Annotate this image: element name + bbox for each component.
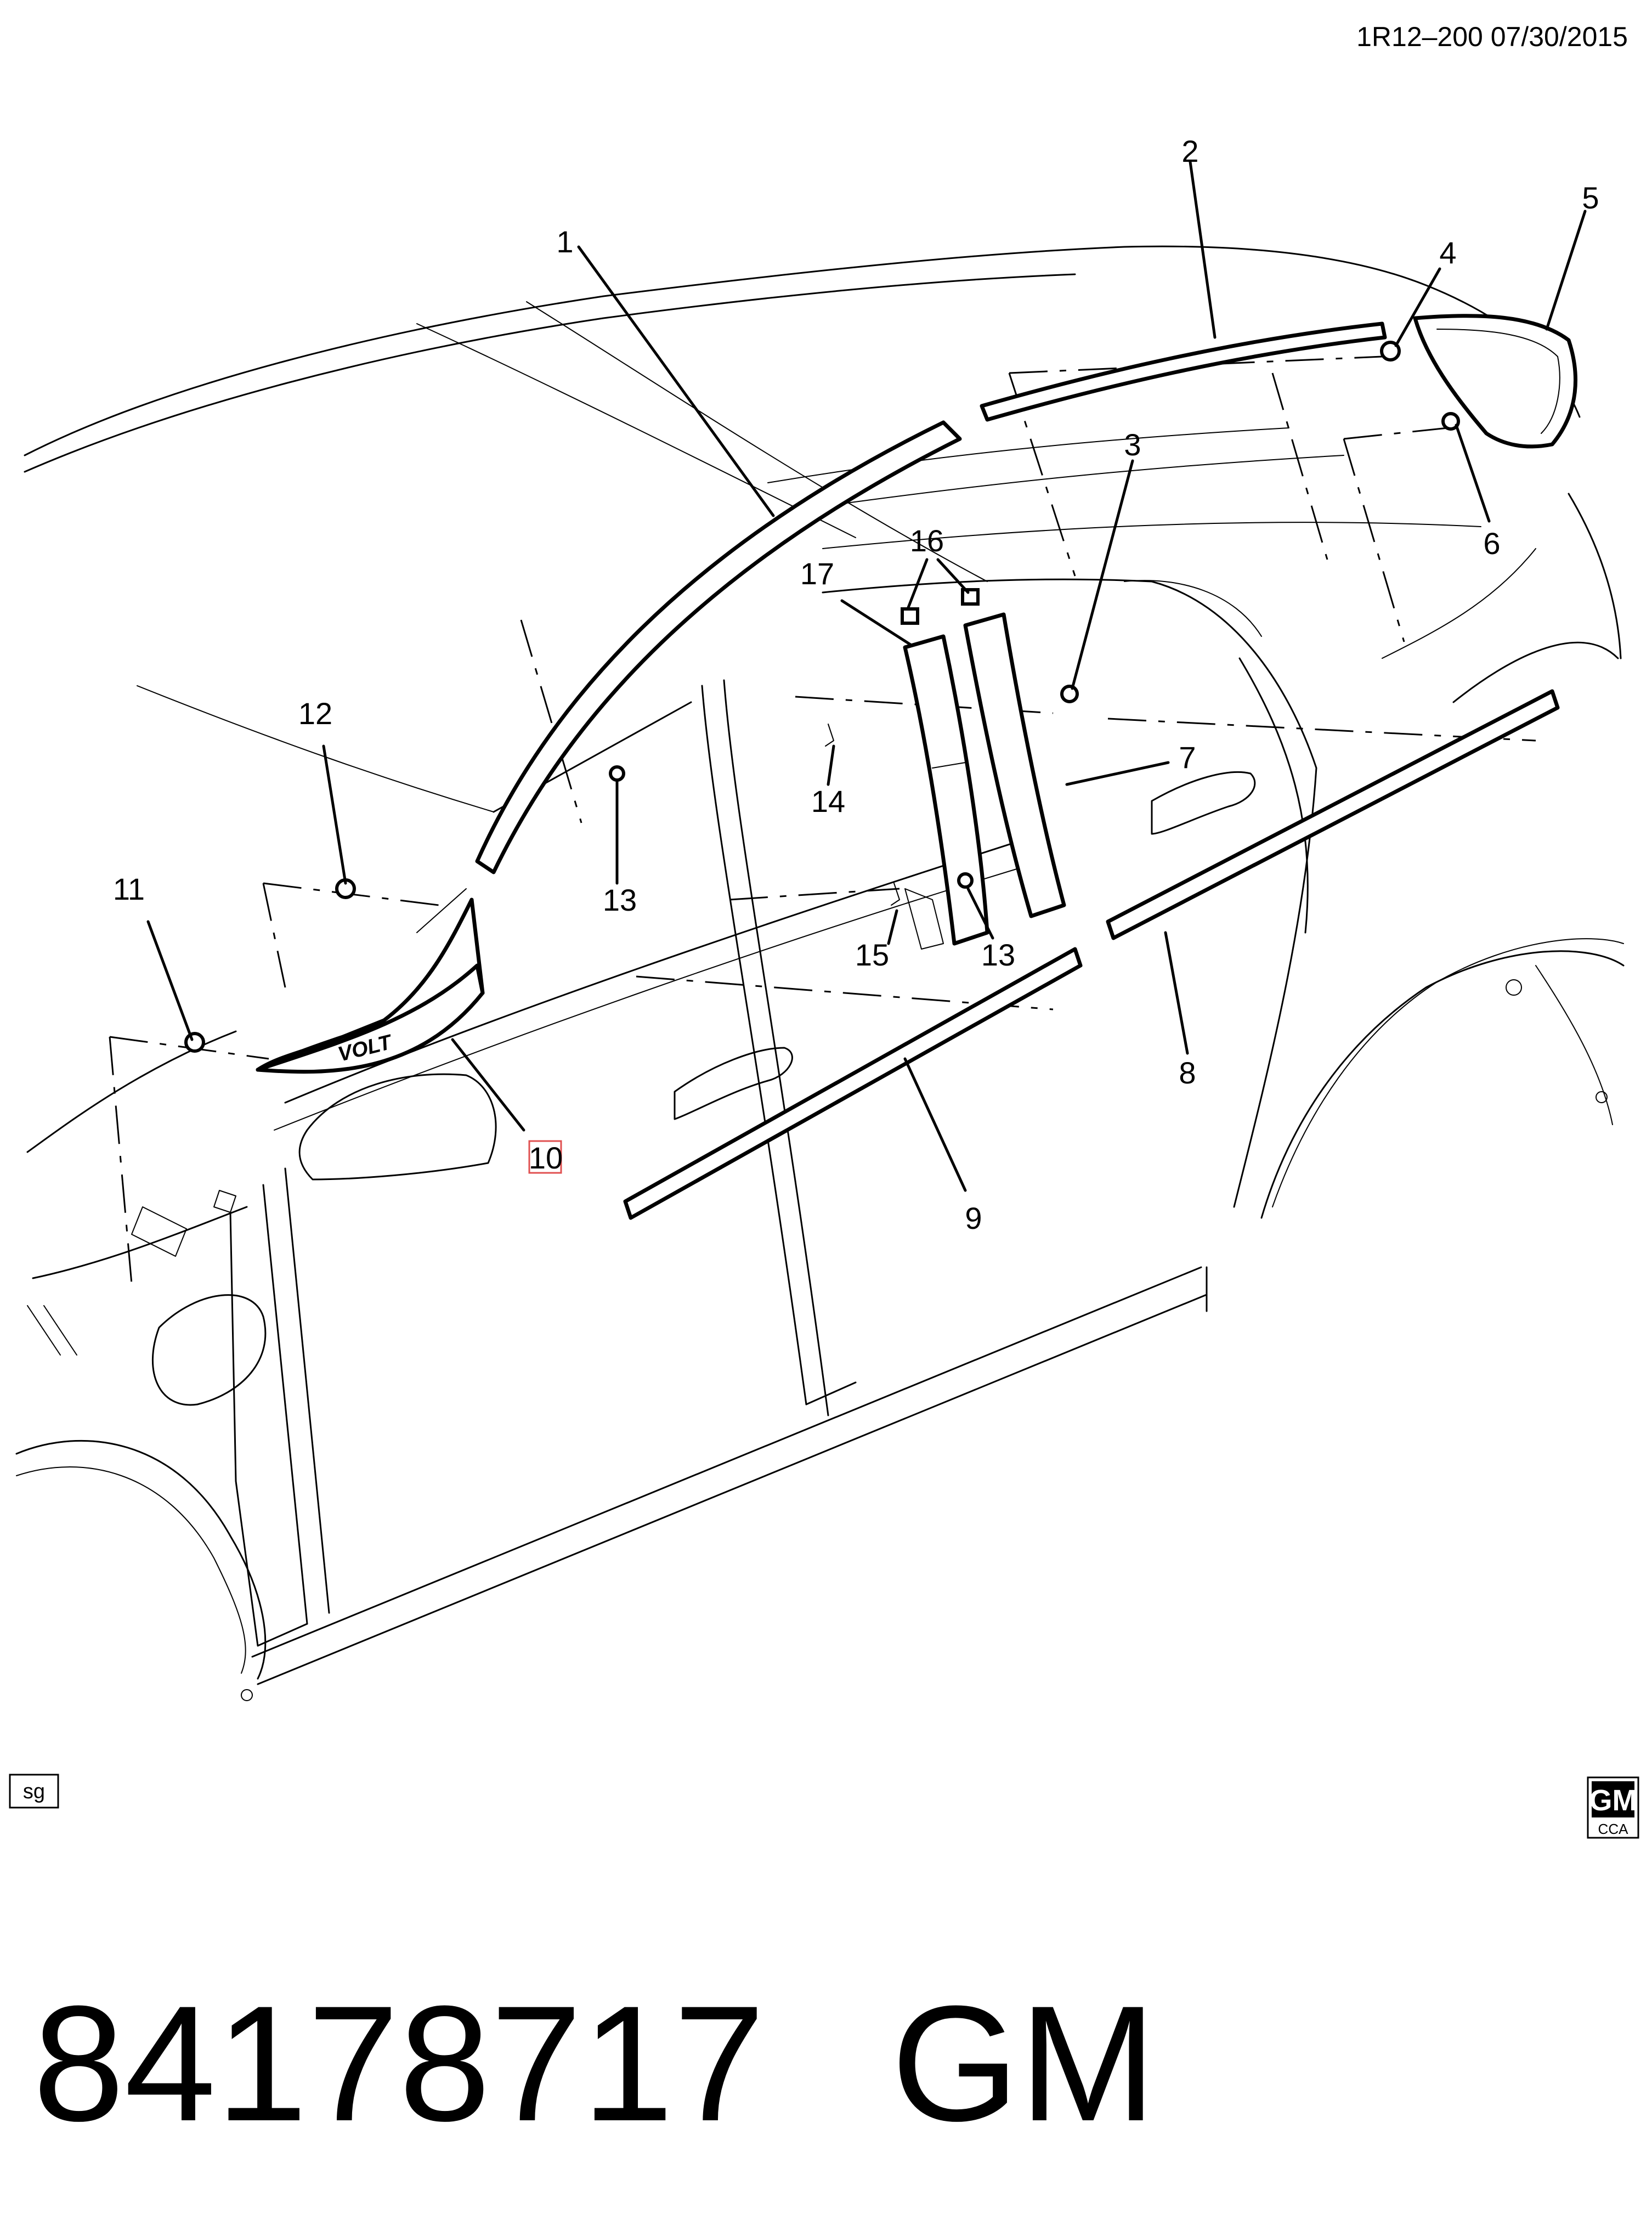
part-5-rear-quarter-applique[interactable]	[1413, 314, 1577, 449]
vehicle-body-outline	[15, 245, 1625, 1701]
part-10-mirror-patch-applique[interactable]: VOLT	[256, 888, 485, 1074]
svg-text:CCA: CCA	[1598, 1821, 1629, 1837]
callout-8: 8	[1179, 1055, 1196, 1090]
part-17-front-door-applique[interactable]	[903, 634, 989, 950]
callout-7: 7	[1179, 740, 1196, 775]
callout-3: 3	[1124, 427, 1141, 462]
part-1-front-roof-molding[interactable]	[475, 420, 962, 874]
callout-14: 14	[811, 784, 845, 818]
part-8-rear-belt-molding[interactable]	[1106, 689, 1560, 940]
gm-logo: GM CCA	[1587, 1776, 1639, 1839]
callout-6: 6	[1483, 526, 1500, 561]
part-9-front-belt-molding[interactable]	[623, 947, 1083, 1220]
callout-16: 16	[910, 523, 944, 558]
fastener-3	[1060, 685, 1079, 703]
callout-9: 9	[965, 1201, 982, 1235]
svg-text:GM: GM	[1589, 1784, 1637, 1817]
part-2-rear-roof-molding[interactable]	[980, 321, 1387, 422]
callout-2: 2	[1181, 134, 1198, 168]
clip-15	[891, 883, 900, 906]
callout-13a: 13	[603, 883, 637, 917]
callout-15: 15	[855, 938, 889, 972]
clip-16b	[961, 588, 980, 606]
callout-labels: 1 2 3 4 5 6 7 8 9 10 11 12 13 13 14 15 1…	[113, 134, 1599, 1235]
clip-16a	[901, 607, 919, 625]
callout-10: 10	[529, 1141, 563, 1175]
part-7-rear-door-applique[interactable]	[963, 612, 1066, 918]
fastener-6	[1441, 412, 1460, 431]
callout-1: 1	[556, 224, 573, 259]
callout-17: 17	[800, 556, 834, 591]
callout-12: 12	[298, 696, 332, 731]
callout-4: 4	[1439, 235, 1456, 270]
callout-5: 5	[1582, 180, 1599, 215]
fastener-13a	[609, 765, 625, 782]
illustrator-tag: sg	[9, 1774, 59, 1809]
callout-11: 11	[113, 872, 145, 906]
clip-14	[825, 724, 834, 747]
callout-13b: 13	[981, 938, 1015, 972]
fastener-13b	[957, 872, 974, 889]
callout-leaders	[146, 160, 1587, 1192]
diagram-reference: 1R12–200 07/30/2015	[1356, 21, 1628, 52]
svg-text:sg: sg	[23, 1780, 45, 1803]
callout-10-highlight	[528, 1140, 562, 1174]
fasteners	[184, 341, 1460, 1053]
part-number: 84178717	[33, 1971, 765, 2155]
fastener-11	[184, 1032, 205, 1053]
brand-name: GM	[891, 1971, 1156, 2155]
fastener-4	[1380, 341, 1401, 362]
